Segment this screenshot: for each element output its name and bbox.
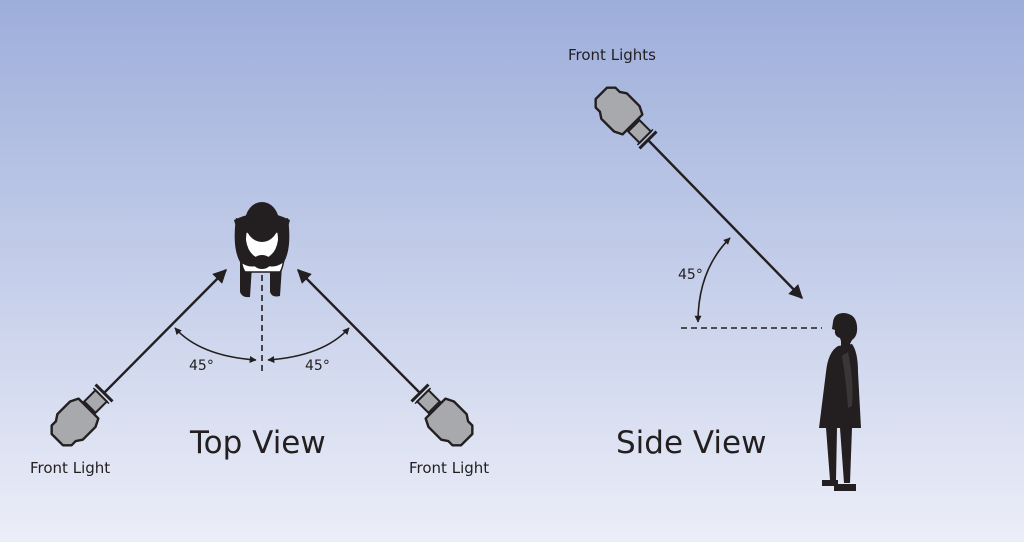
side-angle-label: 45° — [678, 267, 703, 283]
right-light-label: Front Light — [409, 459, 489, 477]
side-light-beam — [647, 139, 803, 300]
right-angle-arc — [267, 327, 350, 364]
side-view-title: Side View — [616, 425, 766, 461]
left-angle-label: 45° — [189, 358, 214, 374]
side-angle-arc — [694, 237, 731, 323]
left-light-beam — [103, 269, 227, 394]
right-angle-label: 45° — [305, 358, 330, 374]
right-light-beam — [297, 269, 421, 394]
top-view-title: Top View — [189, 425, 326, 461]
side-lights-label: Front Lights — [568, 46, 656, 64]
side-view-person — [819, 313, 861, 491]
left-angle-arc — [174, 327, 257, 364]
left-light-label: Front Light — [30, 459, 110, 477]
top-view-person — [234, 202, 290, 298]
